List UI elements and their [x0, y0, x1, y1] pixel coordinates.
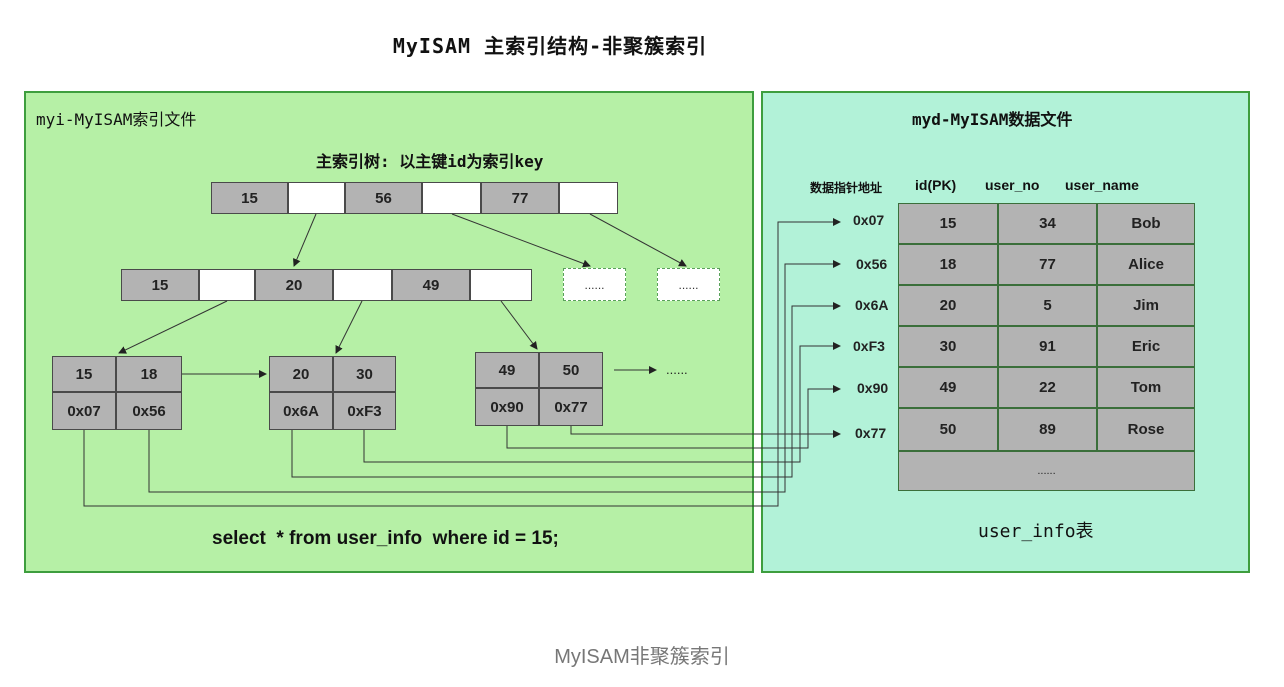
- tree-edge: [118, 300, 228, 354]
- pointer-line: [291, 302, 841, 478]
- level2-key: 49: [392, 269, 470, 301]
- table-cell: Rose: [1097, 408, 1195, 451]
- table-cell: Alice: [1097, 244, 1195, 285]
- table-cell: 30: [898, 326, 998, 367]
- leaf-key: 15: [52, 356, 116, 392]
- tree-edge: [451, 213, 591, 268]
- table-cell: Eric: [1097, 326, 1195, 367]
- diagram-title: MyISAM 主索引结构-非聚簇索引: [392, 34, 708, 58]
- leaf-pointer: 0x56: [116, 392, 182, 430]
- leaf-pointer: 0x90: [475, 388, 539, 426]
- root-key: 56: [345, 182, 422, 214]
- tree-edge: [589, 213, 687, 267]
- tree-caption: 主索引树: 以主键id为索引key: [316, 152, 544, 171]
- table-cell: 15: [898, 203, 998, 244]
- data-address: 0x56: [856, 256, 888, 272]
- tree-edge: [500, 300, 538, 350]
- header-addr: 数据指针地址: [810, 181, 883, 195]
- level2-pointer: [333, 269, 392, 301]
- pointer-line: [363, 342, 841, 463]
- table-cell: 34: [998, 203, 1097, 244]
- pointer-line: [148, 260, 841, 493]
- leaf-key: 49: [475, 352, 539, 388]
- table-cell: 20: [898, 285, 998, 326]
- index-file-panel: [24, 91, 754, 573]
- table-cell: Bob: [1097, 203, 1195, 244]
- pointer-line: [506, 385, 841, 449]
- table-cell: 5: [998, 285, 1097, 326]
- data-address: 0xF3: [853, 338, 885, 354]
- header-user-name: user_name: [1065, 177, 1139, 193]
- table-more-row: ......: [898, 451, 1195, 491]
- leaf-pointer: 0x6A: [269, 392, 333, 430]
- leaf-pointer: 0x77: [539, 388, 603, 426]
- ellipsis-node: ......: [657, 268, 720, 301]
- header-id: id(PK): [915, 177, 957, 193]
- table-cell: 89: [998, 408, 1097, 451]
- data-address: 0x77: [855, 425, 887, 441]
- ellipsis-node: ......: [563, 268, 626, 301]
- leaf-more-ellipsis: ......: [666, 362, 688, 377]
- sql-query: select * from user_info where id = 15;: [212, 528, 559, 549]
- data-address: 0x6A: [855, 297, 889, 313]
- leaf-pointer: 0xF3: [333, 392, 396, 430]
- data-address: 0x07: [853, 212, 885, 228]
- header-user-no: user_no: [985, 177, 1040, 193]
- tree-edge: [293, 213, 317, 267]
- level2-pointer: [199, 269, 255, 301]
- pointer-line: [570, 426, 841, 438]
- level2-key: 20: [255, 269, 333, 301]
- level2-pointer: [470, 269, 532, 301]
- table-cell: 91: [998, 326, 1097, 367]
- root-key: 77: [481, 182, 559, 214]
- leaf-key: 20: [269, 356, 333, 392]
- root-pointer: [422, 182, 481, 214]
- index-file-label: myi-MyISAM索引文件: [36, 110, 197, 129]
- root-pointer: [288, 182, 345, 214]
- root-key: 15: [211, 182, 288, 214]
- data-address: 0x90: [857, 380, 889, 396]
- table-cell: 18: [898, 244, 998, 285]
- table-cell: Jim: [1097, 285, 1195, 326]
- table-cell: Tom: [1097, 367, 1195, 408]
- table-name: user_info表: [978, 521, 1094, 542]
- root-pointer: [559, 182, 618, 214]
- table-cell: 77: [998, 244, 1097, 285]
- leaf-key: 18: [116, 356, 182, 392]
- tree-edge: [335, 300, 363, 354]
- table-cell: 49: [898, 367, 998, 408]
- level2-key: 15: [121, 269, 199, 301]
- leaf-key: 30: [333, 356, 396, 392]
- leaf-pointer: 0x07: [52, 392, 116, 430]
- data-file-label: myd-MyISAM数据文件: [912, 110, 1073, 129]
- table-cell: 50: [898, 408, 998, 451]
- table-cell: 22: [998, 367, 1097, 408]
- pointer-line: [83, 218, 841, 507]
- leaf-key: 50: [539, 352, 603, 388]
- figure-caption: MyISAM非聚簇索引: [554, 646, 730, 668]
